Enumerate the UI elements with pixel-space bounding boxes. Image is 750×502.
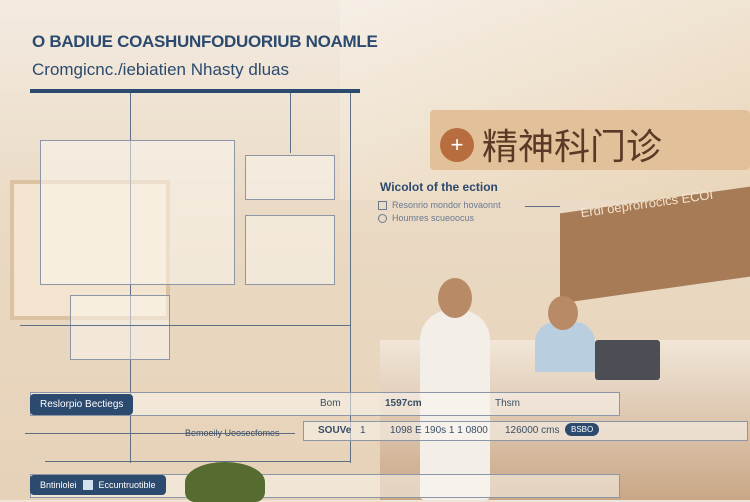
page-title: O BADIUE COASHUNFODUORIUB NOAMLE bbox=[32, 32, 378, 51]
sign-text: 精神科门诊 bbox=[482, 127, 663, 168]
connector-line bbox=[350, 93, 351, 463]
document-icon bbox=[82, 480, 93, 490]
connector-line bbox=[45, 461, 350, 462]
diagram-panel bbox=[245, 215, 335, 285]
connector-line bbox=[20, 325, 350, 326]
connector-line bbox=[290, 93, 291, 153]
row-value: 1 bbox=[360, 425, 366, 436]
doctor-head bbox=[438, 278, 472, 318]
chart-panel bbox=[70, 295, 170, 360]
row-value: 1098 E 190s 1 1 0800 bbox=[390, 425, 488, 436]
info-item: Houmres scueoocus bbox=[378, 213, 474, 223]
title-divider bbox=[30, 89, 360, 93]
data-row bbox=[303, 421, 748, 441]
patient-head bbox=[548, 296, 578, 330]
row-value: Thsm bbox=[495, 398, 520, 409]
info-item-label: Houmres scueoocus bbox=[392, 213, 475, 223]
row-value: 126000 cms bbox=[505, 425, 560, 436]
radio-icon bbox=[378, 213, 387, 223]
page-subtitle: Cromgicnc./iebiatien Nhasty dluas bbox=[32, 60, 290, 79]
patient bbox=[535, 322, 595, 372]
ceiling bbox=[340, 0, 750, 200]
arrow-icon bbox=[525, 206, 560, 207]
status-badge: BSBO bbox=[565, 423, 600, 436]
diagram-panel bbox=[245, 155, 335, 200]
row-label-text: Bntinlolei bbox=[40, 480, 77, 490]
plant bbox=[185, 462, 265, 502]
medical-cross-icon: + bbox=[440, 128, 474, 162]
row-label: Bntinlolei Eccuntruotible bbox=[30, 475, 166, 495]
monitor bbox=[595, 340, 660, 380]
info-item: Resonrio mondor hovaonnt bbox=[378, 200, 501, 210]
info-title: Wicolot of the ection bbox=[380, 180, 498, 194]
row-value: 1597cm bbox=[385, 398, 422, 409]
checkbox-icon bbox=[378, 200, 387, 210]
row-value: SOUVe bbox=[318, 425, 352, 436]
row-label: Bemoeily Ueosecfomes bbox=[185, 428, 280, 438]
row-label-text: Eccuntruotible bbox=[98, 480, 156, 490]
department-sign bbox=[430, 110, 750, 170]
row-value: Bom bbox=[320, 398, 341, 409]
connector-line bbox=[25, 433, 295, 434]
diagram-panel bbox=[40, 140, 235, 285]
row-label: Reslorpio Bectiegs bbox=[30, 394, 134, 415]
info-item-label: Resonrio mondor hovaonnt bbox=[392, 200, 501, 210]
